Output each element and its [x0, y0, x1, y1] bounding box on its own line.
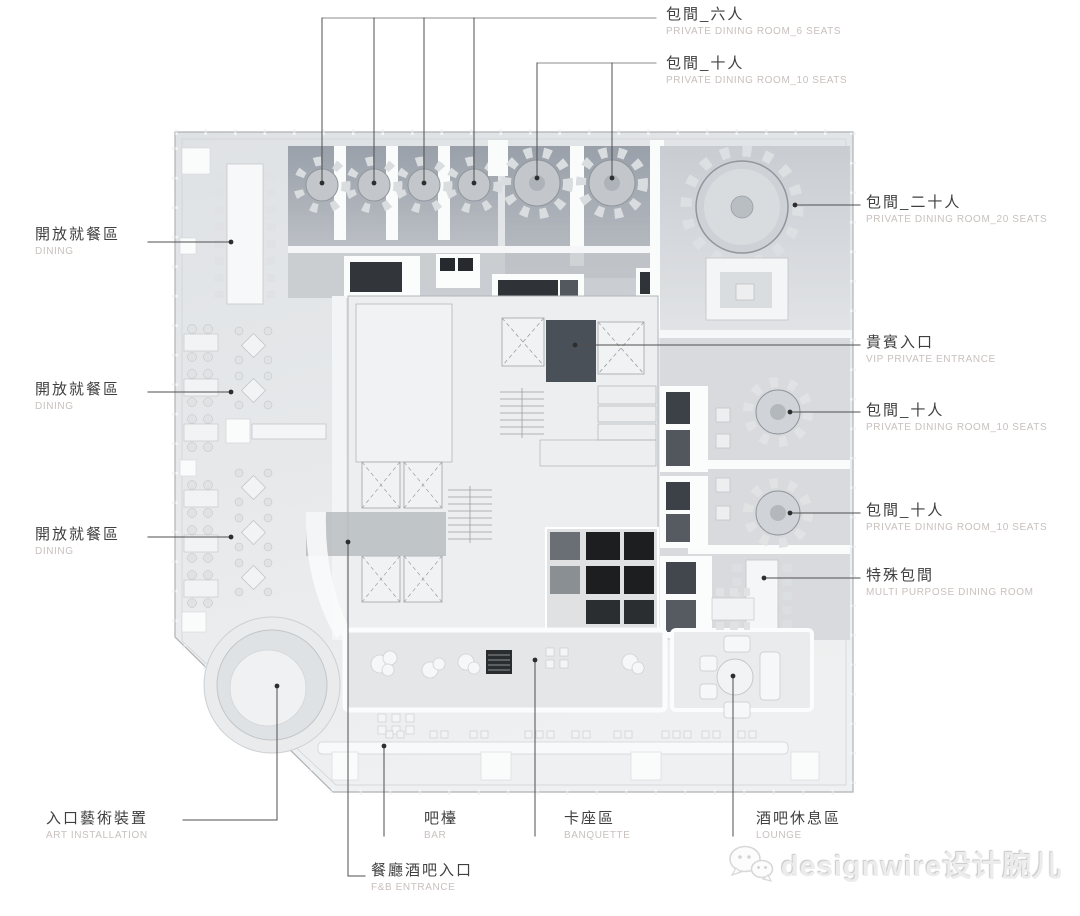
callout-banquette: 卡座區 BANQUETTE: [564, 810, 631, 842]
callout-en: DINING: [35, 401, 74, 412]
leader-dots: [228, 175, 798, 749]
callout-zh: 包間_十人: [666, 55, 745, 72]
callout-zh: 開放就餐區: [35, 381, 121, 398]
wechat-bubbles-icon: [729, 845, 774, 882]
callout-zh: 開放就餐區: [35, 526, 121, 543]
callout-dining-2: 開放就餐區 DINING: [35, 381, 120, 413]
callout-zh: 貴賓入口: [866, 334, 935, 351]
callout-en: VIP PRIVATE ENTRANCE: [866, 354, 996, 365]
vip-entrance-block: [546, 320, 596, 382]
callout-zh: 開放就餐區: [35, 226, 121, 243]
callout-private-dining-10-right-1: 包間_十人 PRIVATE DINING ROOM_10 SEATS: [866, 402, 1047, 434]
watermark-text: designwire设计腕儿: [781, 851, 1063, 883]
callout-en: F&B ENTRANCE: [371, 882, 456, 893]
callout-zh: 包間_六人: [666, 6, 745, 23]
callout-zh: 酒吧休息區: [756, 810, 842, 827]
callout-lounge: 酒吧休息區 LOUNGE: [756, 810, 841, 842]
top-corridor: [288, 246, 660, 320]
callout-zh: 餐廳酒吧入口: [371, 862, 474, 879]
callout-dining-3: 開放就餐區 DINING: [35, 526, 120, 558]
callout-en: PRIVATE DINING ROOM_10 SEATS: [866, 522, 1048, 533]
watermark: designwire设计腕儿: [728, 843, 1063, 885]
private-rooms-6-seats: [288, 146, 503, 250]
callout-en: PRIVATE DINING ROOM_20 SEATS: [866, 214, 1048, 225]
callout-dining-1: 開放就餐區 DINING: [35, 226, 120, 258]
callout-art-installation: 入口藝術裝置 ART INSTALLATION: [46, 810, 148, 842]
callout-private-dining-10-right-2: 包間_十人 PRIVATE DINING ROOM_10 SEATS: [866, 502, 1047, 534]
art-installation-circle: [203, 616, 341, 754]
callout-bar: 吧檯 BAR: [424, 810, 458, 842]
callout-en: DINING: [35, 246, 74, 257]
callout-zh: 卡座區: [564, 810, 616, 827]
callout-zh: 入口藝術裝置: [46, 810, 149, 827]
callout-private-dining-10-top: 包間_十人 PRIVATE DINING ROOM_10 SEATS: [666, 55, 847, 87]
callout-fb-entrance: 餐廳酒吧入口 F&B ENTRANCE: [371, 862, 473, 894]
callout-en: LOUNGE: [756, 830, 802, 841]
kitchen-block: [545, 527, 659, 631]
callout-en: PRIVATE DINING ROOM_6 SEATS: [666, 26, 842, 37]
service-core: [305, 295, 659, 641]
callout-zh: 包間_十人: [866, 502, 945, 519]
callout-en: BANQUETTE: [564, 830, 631, 841]
dining-tables-rect: [183, 324, 219, 608]
callout-en: PRIVATE DINING ROOM_10 SEATS: [866, 422, 1048, 433]
open-dining-area: [179, 147, 346, 640]
callout-zh: 包間_二十人: [866, 194, 962, 211]
callout-private-dining-20: 包間_二十人 PRIVATE DINING ROOM_20 SEATS: [866, 194, 1047, 226]
leader-lines: [147, 17, 861, 877]
callout-zh: 特殊包間: [866, 567, 935, 584]
callout-en: MULTI PURPOSE DINING ROOM: [866, 587, 1034, 598]
callout-en: ART INSTALLATION: [46, 830, 148, 841]
callout-zh: 吧檯: [424, 810, 459, 827]
callout-en: BAR: [424, 830, 447, 841]
callout-en: DINING: [35, 546, 74, 557]
dining-tables-diamond: [234, 326, 273, 597]
private-room-20-seats: [650, 145, 852, 338]
callout-zh: 包間_十人: [866, 402, 945, 419]
callout-en: PRIVATE DINING ROOM_10 SEATS: [666, 75, 848, 86]
callout-vip-entrance: 貴賓入口 VIP PRIVATE ENTRANCE: [866, 334, 996, 366]
callout-special-room: 特殊包間 MULTI PURPOSE DINING ROOM: [866, 567, 1034, 599]
private-rooms-right: [660, 338, 850, 640]
callout-private-dining-6: 包間_六人 PRIVATE DINING ROOM_6 SEATS: [666, 6, 841, 38]
